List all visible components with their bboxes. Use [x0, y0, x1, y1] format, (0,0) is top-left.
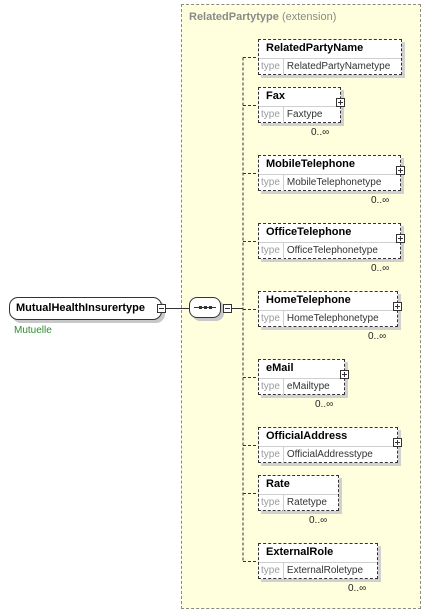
type-label: type [259, 379, 284, 396]
root-element[interactable]: MutualHealthInsurertype [9, 297, 162, 320]
type-value: MobileTelephonetype [286, 177, 382, 188]
sequence-icon [194, 306, 216, 309]
type-label: type [259, 59, 284, 76]
expand-toggle[interactable] [396, 166, 405, 175]
sequence-collapse-toggle[interactable] [223, 304, 232, 313]
extension-title: RelatedPartytype (extension) [189, 11, 336, 23]
element-name: OfficialAddress [259, 428, 397, 447]
type-value: eMailtype [286, 381, 330, 392]
expand-toggle[interactable] [396, 234, 405, 243]
type-value: Faxtype [286, 109, 323, 120]
extension-note: (extension) [281, 11, 337, 23]
element-name: Fax [259, 88, 340, 107]
root-collapse-toggle[interactable] [157, 304, 166, 313]
cardinality-label: 0..∞ [368, 331, 387, 342]
cardinality-label: 0..∞ [311, 127, 330, 138]
expand-toggle[interactable] [340, 370, 349, 379]
element-name: ExternalRole [259, 544, 377, 563]
type-label: type [259, 107, 284, 124]
type-label: type [259, 175, 284, 192]
type-value: OfficialAddresstype [286, 449, 373, 460]
element-name: RelatedPartyName [259, 40, 401, 59]
element-name: Rate [259, 476, 338, 495]
type-value: RelatedPartyNametype [286, 61, 391, 72]
root-element-name: MutualHealthInsurertype [16, 302, 145, 314]
type-label: type [259, 243, 284, 260]
extension-name: RelatedPartytype [189, 11, 279, 23]
type-label: type [259, 447, 284, 464]
type-value: Ratetype [286, 497, 327, 508]
type-label: type [259, 311, 284, 328]
type-value: ExternalRoletype [286, 565, 364, 576]
type-value: HomeTelephonetype [286, 313, 379, 324]
root-annotation: Mutuelle [14, 325, 52, 336]
element-name: OfficeTelephone [259, 224, 400, 243]
sequence-compositor[interactable] [189, 297, 221, 318]
type-value: OfficeTelephonetype [286, 245, 378, 256]
cardinality-label: 0..∞ [371, 263, 390, 274]
element-name: MobileTelephone [259, 156, 400, 175]
expand-toggle[interactable] [336, 98, 345, 107]
type-label: type [259, 495, 284, 512]
cardinality-label: 0..∞ [309, 515, 328, 526]
element-name: HomeTelephone [259, 292, 397, 311]
expand-toggle[interactable] [393, 438, 402, 447]
type-label: type [259, 563, 284, 580]
cardinality-label: 0..∞ [315, 399, 334, 410]
cardinality-label: 0..∞ [348, 583, 367, 594]
element-name: eMail [259, 360, 344, 379]
expand-toggle[interactable] [393, 302, 402, 311]
cardinality-label: 0..∞ [371, 195, 390, 206]
